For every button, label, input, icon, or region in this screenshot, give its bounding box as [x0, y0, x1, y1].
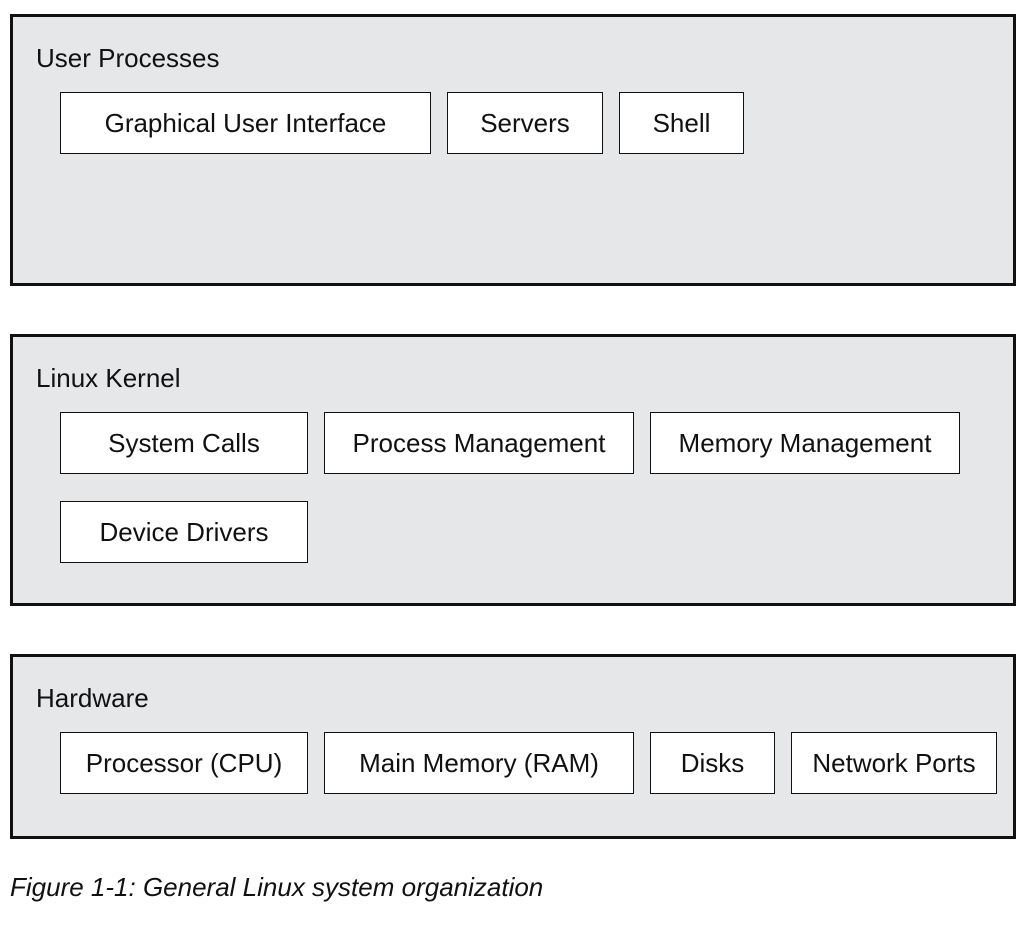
layer-title: Hardware [36, 683, 149, 713]
component-processor-cpu: Processor (CPU) [60, 732, 308, 794]
layer-user-processes: User Processes Graphical User Interface … [10, 14, 1016, 286]
component-device-drivers: Device Drivers [60, 501, 308, 563]
component-servers: Servers [447, 92, 603, 154]
layer-title: User Processes [36, 43, 220, 73]
layer-hardware: Hardware Processor (CPU) Main Memory (RA… [10, 654, 1016, 839]
layer-linux-kernel: Linux Kernel System Calls Process Manage… [10, 334, 1016, 606]
component-shell: Shell [619, 92, 744, 154]
component-main-memory-ram: Main Memory (RAM) [324, 732, 634, 794]
component-system-calls: System Calls [60, 412, 308, 474]
figure-caption: Figure 1-1: General Linux system organiz… [10, 872, 544, 902]
component-graphical-user-interface: Graphical User Interface [60, 92, 431, 154]
component-disks: Disks [650, 732, 775, 794]
component-network-ports: Network Ports [791, 732, 997, 794]
component-memory-management: Memory Management [650, 412, 960, 474]
layer-title: Linux Kernel [36, 363, 181, 393]
component-process-management: Process Management [324, 412, 634, 474]
